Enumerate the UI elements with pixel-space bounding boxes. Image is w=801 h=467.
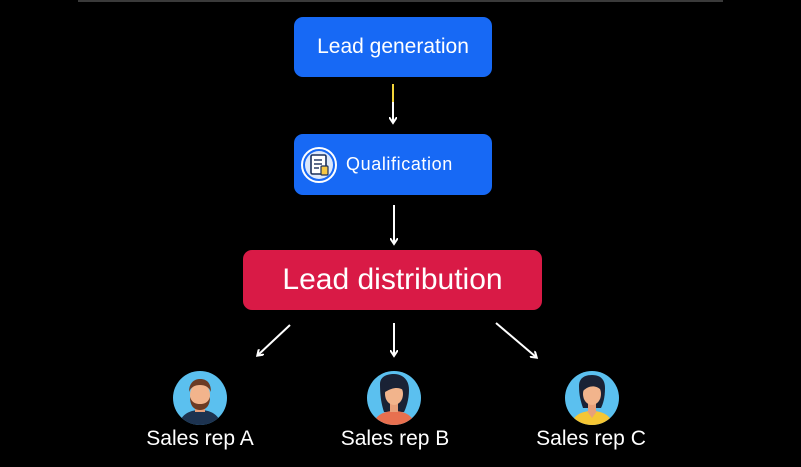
man-avatar-icon xyxy=(173,371,227,425)
lead-distribution-box: Lead distribution xyxy=(243,250,542,310)
arrow-distribution-to-rep-a xyxy=(258,324,291,355)
woman-avatar-icon xyxy=(367,371,421,425)
arrow-distribution-to-rep-c xyxy=(495,322,536,357)
woman-avatar-icon xyxy=(565,371,619,425)
top-divider xyxy=(78,0,723,2)
qualification-box: Qualification xyxy=(294,134,492,195)
rep-label-a: Sales rep A xyxy=(146,427,254,450)
lead-generation-box: Lead generation xyxy=(294,17,492,77)
qualification-label: Qualification xyxy=(346,154,453,174)
document-checklist-icon xyxy=(301,147,337,183)
lead-generation-label: Lead generation xyxy=(317,35,469,58)
rep-label-b: Sales rep B xyxy=(340,427,450,450)
lead-distribution-label: Lead distribution xyxy=(282,263,503,296)
rep-label-c: Sales rep C xyxy=(536,427,646,450)
